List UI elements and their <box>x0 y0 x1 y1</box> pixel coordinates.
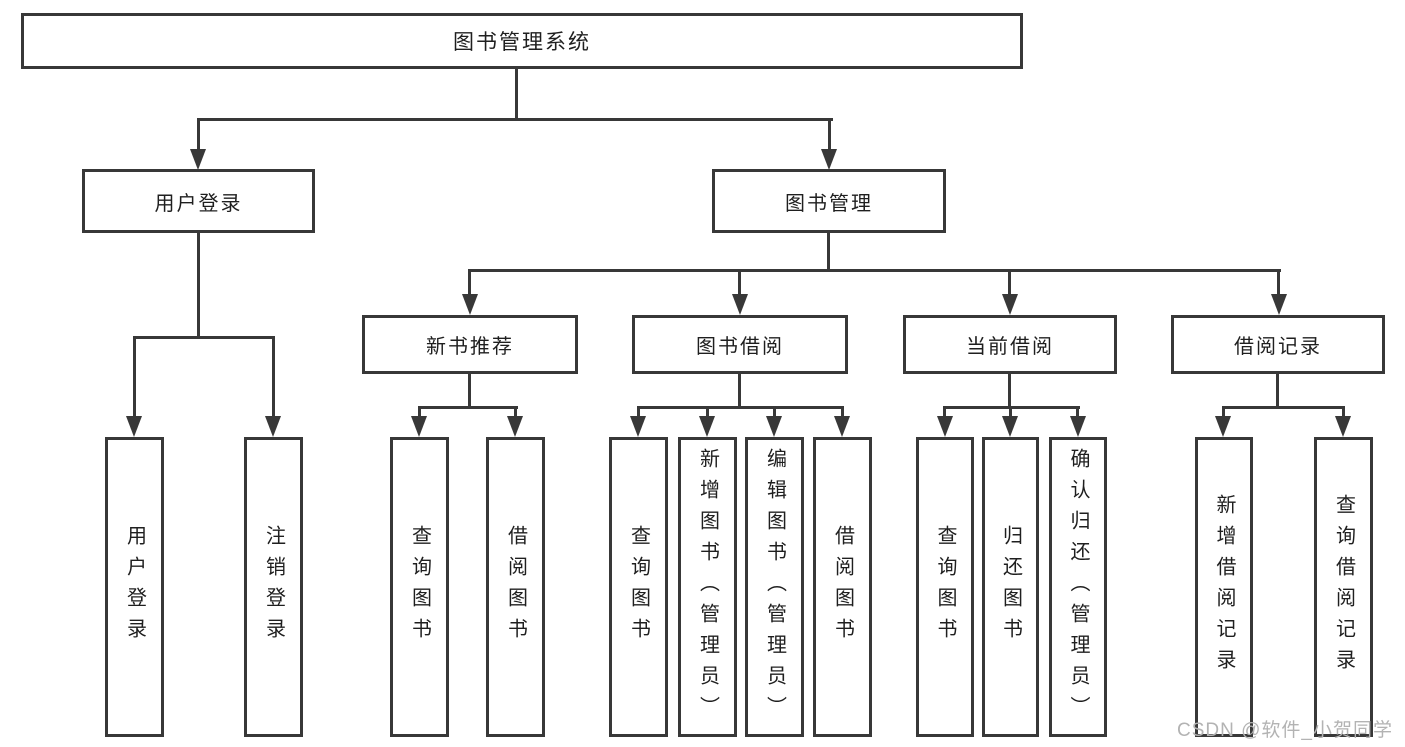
node-book-management-label: 图书管理 <box>785 192 873 215</box>
connector-borrow-drop <box>841 406 844 419</box>
node-current-borrow: 当前借阅 <box>903 315 1117 374</box>
connector-borrow-stem <box>738 374 741 409</box>
arrowhead-down-icon <box>1215 416 1231 437</box>
node-recommend-query-books-label: 查询图书 <box>408 525 431 649</box>
node-add-borrow-record-label: 新增借阅记录 <box>1213 494 1235 680</box>
arrowhead-down-icon <box>1271 294 1287 315</box>
arrowhead-down-icon <box>1002 294 1018 315</box>
node-logout: 注销登录 <box>244 437 303 737</box>
node-borrow-query-books: 查询图书 <box>609 437 668 737</box>
node-book-borrow-label: 图书借阅 <box>696 336 784 358</box>
connector-records-hbar <box>1222 406 1345 409</box>
node-return-book-label: 归还图书 <box>999 525 1022 649</box>
node-edit-book-admin-label: 编辑图书（管理员） <box>763 447 786 727</box>
node-logout-label: 注销登录 <box>262 525 285 649</box>
node-current-query-books: 查询图书 <box>916 437 974 737</box>
arrowhead-down-icon <box>821 149 837 170</box>
connector-userlogin-drop-right <box>272 336 275 418</box>
connector-root-drop-left <box>197 118 200 151</box>
node-query-borrow-record: 查询借阅记录 <box>1314 437 1373 737</box>
connector-userlogin-drop-left <box>133 336 136 418</box>
node-add-book-admin: 新增图书（管理员） <box>678 437 737 737</box>
node-borrow-borrow-books: 借阅图书 <box>813 437 872 737</box>
connector-current-drop <box>943 406 946 419</box>
arrowhead-down-icon <box>507 416 523 437</box>
connector-current-drop <box>1076 406 1079 419</box>
connector-records-drop <box>1222 406 1225 419</box>
node-new-book-recommend-label: 新书推荐 <box>426 336 514 358</box>
connector-recommend-drop <box>514 406 517 419</box>
arrowhead-down-icon <box>1070 416 1086 437</box>
node-add-borrow-record: 新增借阅记录 <box>1195 437 1253 737</box>
connector-bookmgmt-stem <box>827 233 830 272</box>
node-confirm-return-admin: 确认归还（管理员） <box>1049 437 1107 737</box>
node-user-login-leaf: 用户登录 <box>105 437 164 737</box>
connector-records-stem <box>1276 374 1279 409</box>
connector-root-drop-right <box>828 118 831 151</box>
node-return-book: 归还图书 <box>982 437 1039 737</box>
arrowhead-down-icon <box>1002 416 1018 437</box>
arrowhead-down-icon <box>190 149 206 170</box>
connector-bookmgmt-drop <box>738 269 741 297</box>
arrowhead-down-icon <box>834 416 850 437</box>
node-recommend-borrow-books: 借阅图书 <box>486 437 545 737</box>
connector-current-stem <box>1008 374 1011 409</box>
arrowhead-down-icon <box>732 294 748 315</box>
connector-recommend-stem <box>468 374 471 409</box>
node-confirm-return-admin-label: 确认归还（管理员） <box>1067 447 1089 727</box>
node-recommend-borrow-books-label: 借阅图书 <box>504 525 527 649</box>
node-current-borrow-label: 当前借阅 <box>966 336 1054 358</box>
connector-borrow-drop <box>706 406 709 419</box>
connector-recommend-drop <box>418 406 421 419</box>
node-recommend-query-books: 查询图书 <box>390 437 449 737</box>
node-borrow-records: 借阅记录 <box>1171 315 1385 374</box>
node-new-book-recommend: 新书推荐 <box>362 315 578 374</box>
connector-root-stem <box>515 69 518 121</box>
connector-root-hbar <box>197 118 833 121</box>
node-edit-book-admin: 编辑图书（管理员） <box>745 437 804 737</box>
connector-bookmgmt-drop <box>468 269 471 297</box>
csdn-watermark: CSDN @软件_小贺同学 <box>1177 720 1393 741</box>
connector-current-drop <box>1009 406 1012 419</box>
arrowhead-down-icon <box>126 416 142 437</box>
arrowhead-down-icon <box>630 416 646 437</box>
node-user-login-leaf-label: 用户登录 <box>123 525 146 649</box>
connector-records-drop <box>1342 406 1345 419</box>
node-current-query-books-label: 查询图书 <box>934 525 956 649</box>
node-root-label: 图书管理系统 <box>453 31 591 54</box>
connector-userlogin-stem <box>197 233 200 339</box>
node-book-management: 图书管理 <box>712 169 946 233</box>
node-add-book-admin-label: 新增图书（管理员） <box>696 447 719 727</box>
arrowhead-down-icon <box>766 416 782 437</box>
arrowhead-down-icon <box>699 416 715 437</box>
connector-borrow-hbar <box>637 406 844 409</box>
node-borrow-records-label: 借阅记录 <box>1234 336 1322 358</box>
connector-borrow-drop <box>637 406 640 419</box>
node-query-borrow-record-label: 查询借阅记录 <box>1332 494 1355 680</box>
node-borrow-query-books-label: 查询图书 <box>627 525 650 649</box>
connector-recommend-hbar <box>418 406 518 409</box>
connector-bookmgmt-drop <box>1277 269 1280 297</box>
node-borrow-borrow-books-label: 借阅图书 <box>831 525 854 649</box>
arrowhead-down-icon <box>265 416 281 437</box>
arrowhead-down-icon <box>937 416 953 437</box>
connector-borrow-drop <box>773 406 776 419</box>
connector-bookmgmt-hbar <box>469 269 1281 272</box>
node-user-login: 用户登录 <box>82 169 315 233</box>
node-root: 图书管理系统 <box>21 13 1023 69</box>
node-book-borrow: 图书借阅 <box>632 315 848 374</box>
arrowhead-down-icon <box>411 416 427 437</box>
arrowhead-down-icon <box>462 294 478 315</box>
connector-userlogin-hbar <box>133 336 275 339</box>
node-user-login-label: 用户登录 <box>154 192 243 215</box>
connector-bookmgmt-drop <box>1008 269 1011 297</box>
arrowhead-down-icon <box>1335 416 1351 437</box>
